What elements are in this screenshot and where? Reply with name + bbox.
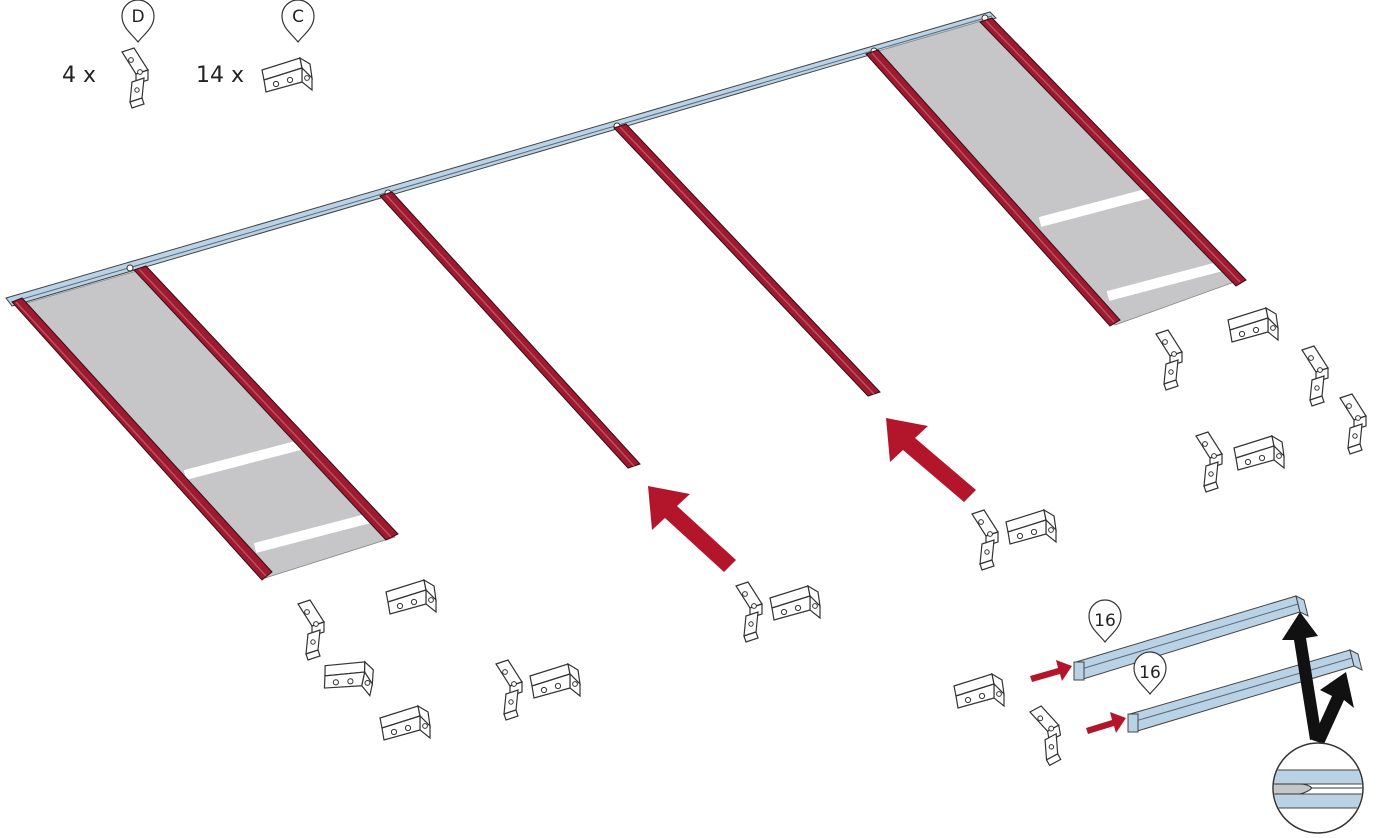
middle-rail-left (379, 191, 641, 469)
bracket-group-center (735, 581, 821, 643)
bracket-group-profiles (953, 673, 1066, 768)
profile-callout-lower-number: 16 (1139, 663, 1161, 683)
legend-c-quantity: 14 x (196, 63, 244, 88)
left-rail-inner (133, 265, 399, 541)
bracket-c-icon (261, 57, 313, 93)
profile-callout-upper-number: 16 (1094, 611, 1116, 631)
left-panel (19, 269, 396, 579)
bracket-c-icon (769, 585, 821, 621)
bracket-c-icon (319, 653, 378, 699)
arrow-profile-upper (1030, 660, 1072, 682)
bracket-group-bottom-left (297, 579, 437, 741)
legend-item-c: C 14 x (196, 0, 315, 93)
bracket-c-icon (1227, 307, 1279, 343)
legend-c-letter: C (292, 7, 304, 27)
bracket-d-icon (1028, 702, 1066, 768)
top-beam (5, 11, 997, 307)
bracket-group-right-middle (971, 509, 1057, 571)
profile-16-lower (1127, 649, 1363, 733)
bracket-d-icon (1339, 393, 1367, 455)
bracket-c-icon (529, 663, 581, 699)
arrow-profile-lower (1086, 712, 1126, 734)
bracket-d-icon (1195, 431, 1223, 493)
legend-d-letter: D (131, 7, 144, 27)
bracket-c-icon (385, 579, 437, 615)
bracket-d-icon (495, 659, 523, 721)
bracket-d-icon (297, 599, 325, 661)
bracket-d-icon (1301, 345, 1329, 407)
legend-d-quantity: 4 x (62, 63, 96, 88)
bracket-d-icon (121, 47, 149, 109)
bracket-group-upper-right (1155, 307, 1367, 493)
legend-item-d: D 4 x (62, 0, 155, 109)
bracket-group-bottom-middle (495, 659, 581, 721)
middle-rail-right (613, 123, 881, 397)
right-rail-outer (979, 17, 1247, 287)
right-panel (874, 19, 1241, 326)
parts-legend: D 4 x C 14 x (62, 0, 315, 109)
lift-arrow-upper (1282, 612, 1322, 740)
bracket-c-icon (1233, 435, 1285, 471)
profile-callout-lower: 16 (1133, 651, 1167, 695)
lift-arrow-lower (1312, 672, 1354, 744)
profile-detail-view (1272, 742, 1364, 834)
right-rail-inner (865, 49, 1121, 327)
bracket-d-icon (735, 581, 763, 643)
left-rail-outer (11, 297, 273, 581)
bracket-c-icon (379, 705, 431, 741)
profile-callout-upper: 16 (1088, 599, 1122, 643)
bracket-c-icon (1005, 509, 1057, 545)
bracket-d-icon (1155, 329, 1183, 391)
arrow-middle-right (886, 418, 976, 502)
bracket-d-icon (971, 509, 999, 571)
bracket-c-icon (953, 673, 1005, 709)
arrow-middle-left (648, 486, 736, 572)
